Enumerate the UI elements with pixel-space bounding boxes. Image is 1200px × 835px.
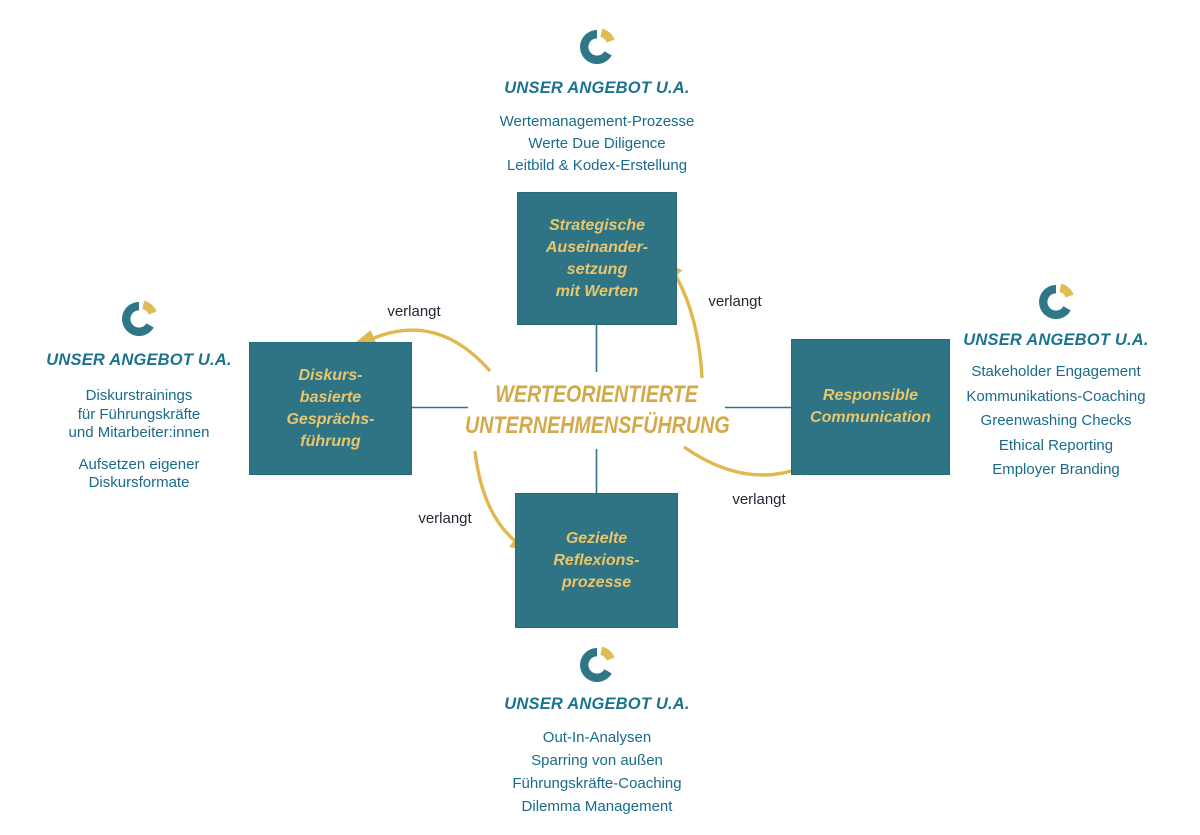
- offer-item: für Führungskräfte: [77, 405, 201, 423]
- offer-heading-bottom: UNSER ANGEBOT U.A.: [504, 695, 690, 713]
- offer-group-bottom: UNSER ANGEBOT U.A. Out-In-Analysen Sparr…: [457, 646, 737, 818]
- offer-item: Ethical Reporting: [998, 436, 1114, 454]
- offer-item: Sparring von außen: [531, 752, 663, 769]
- arrow-label-left: verlangt: [387, 303, 441, 320]
- offer-heading-top: UNSER ANGEBOT U.A.: [504, 79, 690, 97]
- node-targeted-reflection: Gezielte Reflexions- prozesse: [515, 493, 678, 628]
- offer-group-left: UNSER ANGEBOT U.A. Diskurstrainings für …: [19, 300, 259, 493]
- node-responsible-communication: Responsible Communication: [791, 339, 950, 475]
- diagram-title: WERTEORIENTIERTE UNTERNEHMENSFÜHRUNG: [417, 379, 777, 441]
- c-mark-logo-icon: [578, 646, 616, 684]
- offer-group-top: UNSER ANGEBOT U.A. Wertemanagement-Proze…: [427, 28, 767, 177]
- offer-item: Out-In-Analysen: [542, 729, 652, 746]
- offer-item: Dilemma Management: [521, 798, 673, 815]
- offer-heading-left: UNSER ANGEBOT U.A.: [46, 351, 232, 369]
- arrow-center-to-right-box: [683, 445, 802, 477]
- offer-list-bottom: Out-In-Analysen Sparring von außen Führu…: [457, 726, 737, 818]
- offer-subgroup: Aufsetzen eigener Diskursformate: [19, 456, 259, 493]
- node-strategic-engagement: Strategische Auseinander- setzung mit We…: [517, 192, 677, 325]
- offer-item: Employer Branding: [992, 461, 1120, 478]
- offer-item: Leitbild & Kodex-Erstellung: [506, 157, 688, 174]
- diagram-title-line2: UNTERNEHMENSFÜHRUNG: [464, 412, 730, 439]
- c-mark-logo-icon: [578, 28, 616, 66]
- offer-list-left: Diskurstrainings für Führungskräfte und …: [19, 387, 259, 493]
- offer-item: Greenwashing Checks: [980, 412, 1132, 429]
- offer-item: Wertemanagement-Prozesse: [499, 113, 695, 130]
- offer-item: und Mitarbeiter:innen: [68, 424, 210, 441]
- arrow-label-bottom: verlangt: [418, 510, 472, 527]
- offer-list-top: Wertemanagement-Prozesse Werte Due Dilig…: [427, 111, 767, 177]
- c-mark-logo-icon: [120, 300, 158, 338]
- offer-group-right: UNSER ANGEBOT U.A. Stakeholder Engagemen…: [936, 283, 1176, 483]
- diagram-title-line1: WERTEORIENTIERTE: [495, 381, 699, 408]
- arrow-label-right: verlangt: [732, 491, 786, 508]
- offer-item: Aufsetzen eigener: [78, 455, 200, 473]
- offer-item: Stakeholder Engagement: [971, 363, 1141, 380]
- c-mark-logo-icon: [1037, 283, 1075, 321]
- node-discourse-based-conversation: Diskurs- basierte Gesprächs- führung: [249, 342, 412, 475]
- arrow-center-to-top-box: [674, 275, 704, 379]
- offer-list-right: Stakeholder Engagement Kommunikations-Co…: [936, 360, 1176, 483]
- offer-item: Werte Due Diligence: [528, 135, 666, 152]
- offer-item: Diskurstrainings: [85, 387, 193, 404]
- offer-heading-right: UNSER ANGEBOT U.A.: [963, 331, 1149, 349]
- offer-item: Führungskräfte-Coaching: [512, 775, 682, 792]
- arrow-label-top: verlangt: [708, 293, 762, 310]
- offer-item: Diskursformate: [88, 474, 190, 491]
- offer-item: Kommunikations-Coaching: [966, 387, 1146, 405]
- offer-subgroup: Diskurstrainings für Führungskräfte und …: [19, 387, 259, 443]
